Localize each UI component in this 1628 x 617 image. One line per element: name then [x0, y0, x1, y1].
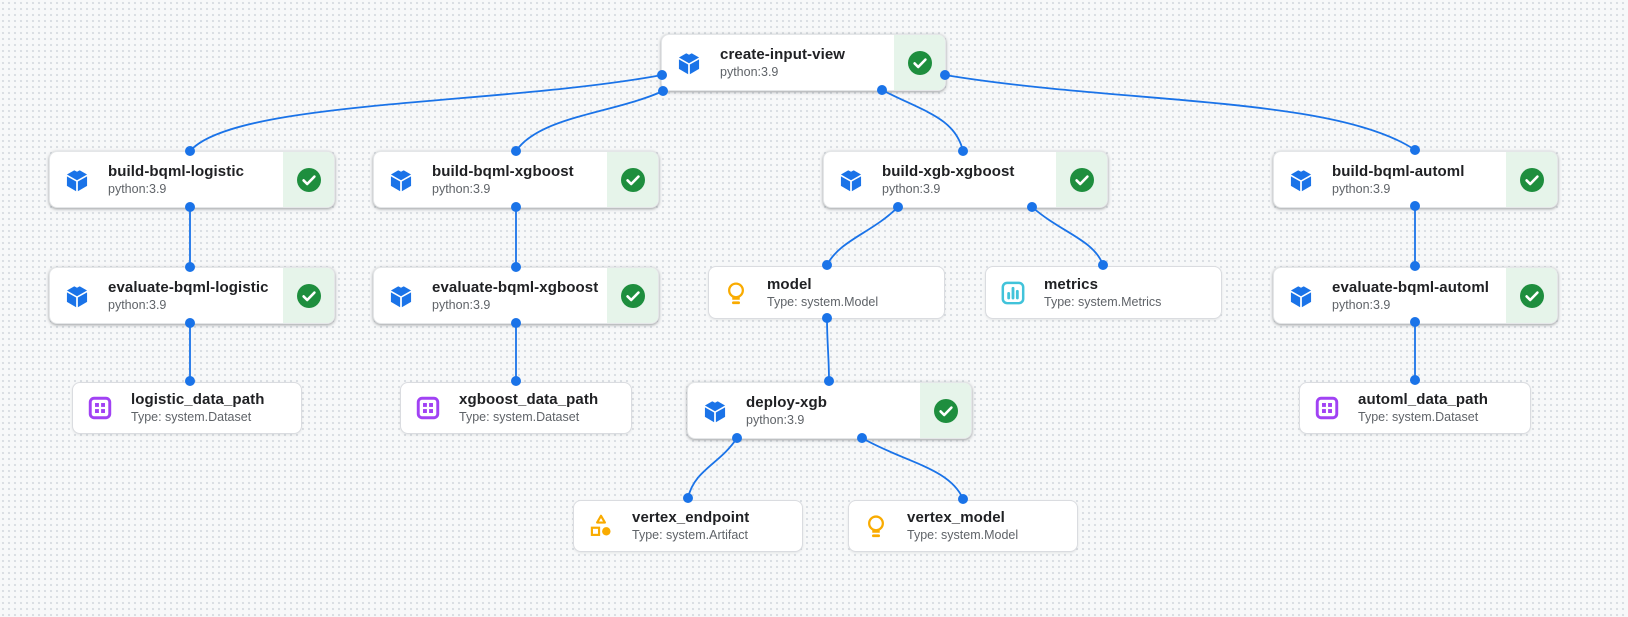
success-check-icon — [1519, 167, 1544, 192]
node-evaluate-bqml-logistic[interactable]: evaluate-bqml-logistic python:3.9 — [49, 267, 335, 324]
component-cube-icon — [1288, 283, 1314, 309]
status-succeeded-badge — [1506, 152, 1557, 207]
node-title: deploy-xgb — [746, 393, 828, 411]
component-cube-icon — [702, 398, 728, 424]
success-check-icon — [296, 167, 321, 192]
status-succeeded-badge — [283, 268, 334, 323]
node-evaluate-bqml-xgboost[interactable]: evaluate-bqml-xgboost python:3.9 — [373, 267, 659, 324]
node-title: evaluate-bqml-automl — [1332, 278, 1490, 296]
node-create-input-view[interactable]: create-input-view python:3.9 — [661, 34, 946, 91]
success-check-icon — [296, 283, 321, 308]
component-cube-icon — [838, 167, 864, 193]
component-cube-icon — [1288, 167, 1314, 193]
node-xgboost_data_path[interactable]: xgboost_data_path Type: system.Dataset — [400, 382, 632, 434]
edge-deploy-xgb-to-vertex_endpoint — [687, 437, 738, 499]
success-check-icon — [1069, 167, 1094, 192]
node-title: evaluate-bqml-logistic — [108, 278, 269, 296]
node-title: create-input-view — [720, 45, 846, 63]
node-title: evaluate-bqml-xgboost — [432, 278, 599, 296]
node-title: xgboost_data_path — [459, 391, 599, 409]
success-check-icon — [620, 167, 645, 192]
node-logistic_data_path[interactable]: logistic_data_path Type: system.Dataset — [72, 382, 302, 434]
node-title: automl_data_path — [1358, 391, 1488, 409]
success-check-icon — [907, 50, 932, 75]
status-succeeded-badge — [283, 152, 334, 207]
node-automl_data_path[interactable]: automl_data_path Type: system.Dataset — [1299, 382, 1531, 434]
node-title: build-bqml-automl — [1332, 162, 1465, 180]
node-subtitle: python:3.9 — [432, 181, 491, 196]
component-cube-icon — [64, 167, 90, 193]
node-build-bqml-xgboost[interactable]: build-bqml-xgboost python:3.9 — [373, 151, 659, 208]
edge-deploy-xgb-to-vertex_model — [861, 437, 964, 500]
status-succeeded-badge — [1056, 152, 1107, 207]
component-cube-icon — [388, 167, 414, 193]
model-bulb-icon — [863, 513, 889, 539]
component-cube-icon — [388, 283, 414, 309]
edge-create-input-view-to-build-bqml-logistic — [189, 74, 663, 152]
node-subtitle: Type: system.Dataset — [131, 410, 252, 425]
node-evaluate-bqml-automl[interactable]: evaluate-bqml-automl python:3.9 — [1273, 267, 1558, 324]
node-title: metrics — [1044, 275, 1099, 293]
component-cube-icon — [64, 283, 90, 309]
edge-create-input-view-to-build-bqml-automl — [944, 74, 1416, 151]
dataset-grid-icon — [87, 395, 113, 421]
node-subtitle: python:3.9 — [108, 181, 167, 196]
dataset-grid-icon — [415, 395, 441, 421]
node-subtitle: python:3.9 — [882, 181, 941, 196]
edge-build-xgb-xgboost-to-metrics — [1031, 206, 1104, 266]
edge-create-input-view-to-build-bqml-xgboost — [515, 90, 664, 152]
node-title: vertex_model — [907, 509, 1005, 527]
status-succeeded-badge — [894, 35, 945, 90]
node-subtitle: python:3.9 — [1332, 297, 1391, 312]
node-deploy-xgb[interactable]: deploy-xgb python:3.9 — [687, 382, 972, 439]
node-model[interactable]: model Type: system.Model — [708, 266, 945, 319]
artifact-shapes-icon — [588, 513, 614, 539]
edge-create-input-view-to-build-xgb-xgboost — [881, 89, 964, 152]
node-subtitle: python:3.9 — [746, 412, 805, 427]
node-build-bqml-automl[interactable]: build-bqml-automl python:3.9 — [1273, 151, 1558, 208]
node-title: model — [767, 275, 812, 293]
node-subtitle: python:3.9 — [720, 64, 779, 79]
node-vertex_endpoint[interactable]: vertex_endpoint Type: system.Artifact — [573, 500, 803, 552]
status-succeeded-badge — [920, 383, 971, 438]
node-vertex_model[interactable]: vertex_model Type: system.Model — [848, 500, 1078, 552]
node-build-xgb-xgboost[interactable]: build-xgb-xgboost python:3.9 — [823, 151, 1108, 208]
metrics-chart-icon — [1000, 280, 1026, 306]
node-title: build-xgb-xgboost — [882, 162, 1015, 180]
status-succeeded-badge — [607, 152, 658, 207]
status-succeeded-badge — [1506, 268, 1557, 323]
node-subtitle: Type: system.Dataset — [1358, 410, 1479, 425]
success-check-icon — [933, 398, 958, 423]
edge-build-xgb-xgboost-to-model — [826, 206, 899, 266]
node-subtitle: python:3.9 — [108, 297, 167, 312]
node-subtitle: Type: system.Metrics — [1044, 294, 1162, 309]
node-subtitle: Type: system.Model — [767, 294, 879, 309]
model-bulb-icon — [723, 280, 749, 306]
success-check-icon — [1519, 283, 1544, 308]
component-cube-icon — [676, 50, 702, 76]
dataset-grid-icon — [1314, 395, 1340, 421]
node-build-bqml-logistic[interactable]: build-bqml-logistic python:3.9 — [49, 151, 335, 208]
node-metrics[interactable]: metrics Type: system.Metrics — [985, 266, 1222, 319]
node-title: build-bqml-logistic — [108, 162, 245, 180]
status-succeeded-badge — [607, 268, 658, 323]
node-subtitle: python:3.9 — [1332, 181, 1391, 196]
edge-model-to-deploy-xgb — [826, 317, 830, 382]
node-subtitle: Type: system.Model — [907, 528, 1019, 543]
node-title: logistic_data_path — [131, 391, 265, 409]
node-subtitle: python:3.9 — [432, 297, 491, 312]
node-title: vertex_endpoint — [632, 509, 750, 527]
success-check-icon — [620, 283, 645, 308]
node-title: build-bqml-xgboost — [432, 162, 574, 180]
node-subtitle: Type: system.Dataset — [459, 410, 580, 425]
node-subtitle: Type: system.Artifact — [632, 528, 749, 543]
